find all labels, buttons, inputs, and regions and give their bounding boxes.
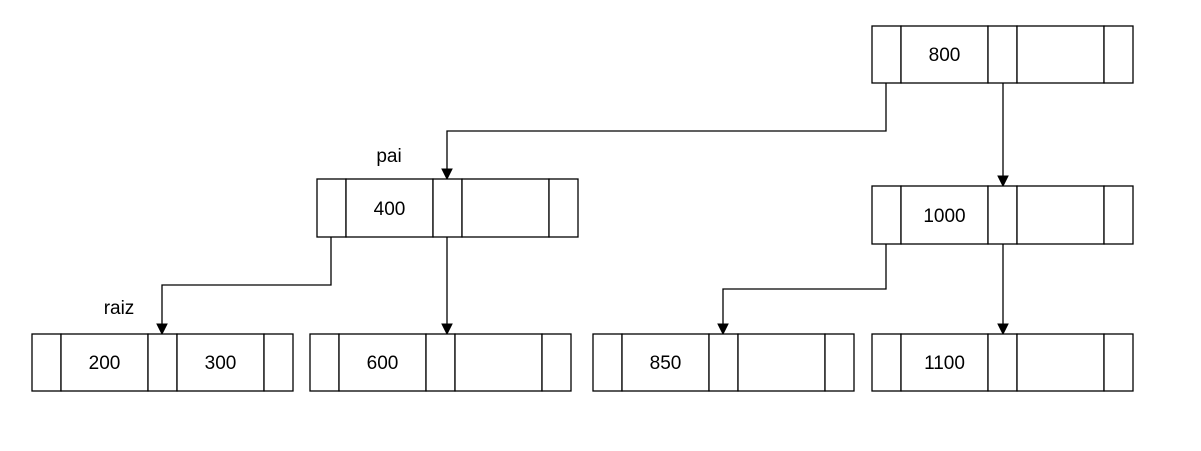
edges xyxy=(156,83,1009,336)
key-cell xyxy=(454,333,543,392)
arrowhead-pai xyxy=(441,168,453,181)
arrowhead-600 xyxy=(441,323,453,336)
node-key: 300 xyxy=(205,353,237,374)
key-cell xyxy=(1016,25,1105,84)
pointer-cell xyxy=(987,333,1018,392)
pointer-cell xyxy=(871,185,902,245)
btree-node-400: 400 xyxy=(316,178,579,238)
btree-node-600: 600 xyxy=(309,333,572,392)
btree-node-1100: 1100 xyxy=(871,333,1134,392)
edge-1000-to-850 xyxy=(722,244,887,325)
arrowhead-1100 xyxy=(997,323,1009,336)
node-key: 850 xyxy=(650,353,682,374)
pointer-cell xyxy=(708,333,739,392)
pointer-cell xyxy=(263,333,294,392)
pointer-cell xyxy=(871,25,902,84)
pointer-cell xyxy=(541,333,572,392)
pointer-cell xyxy=(987,185,1018,245)
node-key: 800 xyxy=(929,45,961,66)
arrowhead-1000 xyxy=(997,175,1009,188)
btree-node-800: 800 xyxy=(871,25,1134,84)
key-cell xyxy=(1016,333,1105,392)
arrowhead-850 xyxy=(717,323,729,336)
edge-root-to-pai xyxy=(446,83,887,170)
arrowhead-raiz xyxy=(156,323,168,336)
node-key: 600 xyxy=(367,353,399,374)
label-raiz: raiz xyxy=(104,298,135,319)
node-key: 1100 xyxy=(924,353,965,374)
key-cell xyxy=(1016,185,1105,245)
key-cell xyxy=(461,178,550,238)
pointer-cell xyxy=(309,333,340,392)
key-cell xyxy=(345,178,434,238)
pointer-cell xyxy=(147,333,178,392)
edge-pai-to-raiz xyxy=(161,237,332,325)
pointer-cell xyxy=(987,25,1018,84)
pointer-cell xyxy=(871,333,902,392)
btree-node-850: 850 xyxy=(592,333,855,392)
key-cell xyxy=(60,333,149,392)
pointer-cell xyxy=(1103,333,1134,392)
pointer-cell xyxy=(1103,25,1134,84)
node-key: 400 xyxy=(374,199,406,220)
key-cell xyxy=(338,333,427,392)
pointer-cell xyxy=(31,333,62,392)
label-pai: pai xyxy=(376,146,401,167)
pointer-cell xyxy=(548,178,579,238)
pointer-cell xyxy=(425,333,456,392)
pointer-cell xyxy=(1103,185,1134,245)
pointer-cell xyxy=(316,178,347,238)
key-cell xyxy=(900,333,989,392)
pointer-cell xyxy=(432,178,463,238)
btree-node-200-300: 200 300 xyxy=(31,333,294,392)
btree-node-1000: 1000 xyxy=(871,185,1134,245)
key-cell xyxy=(737,333,826,392)
node-key: 1000 xyxy=(923,206,965,227)
pointer-cell xyxy=(824,333,855,392)
pointer-cell xyxy=(592,333,623,392)
node-key: 200 xyxy=(89,353,121,374)
